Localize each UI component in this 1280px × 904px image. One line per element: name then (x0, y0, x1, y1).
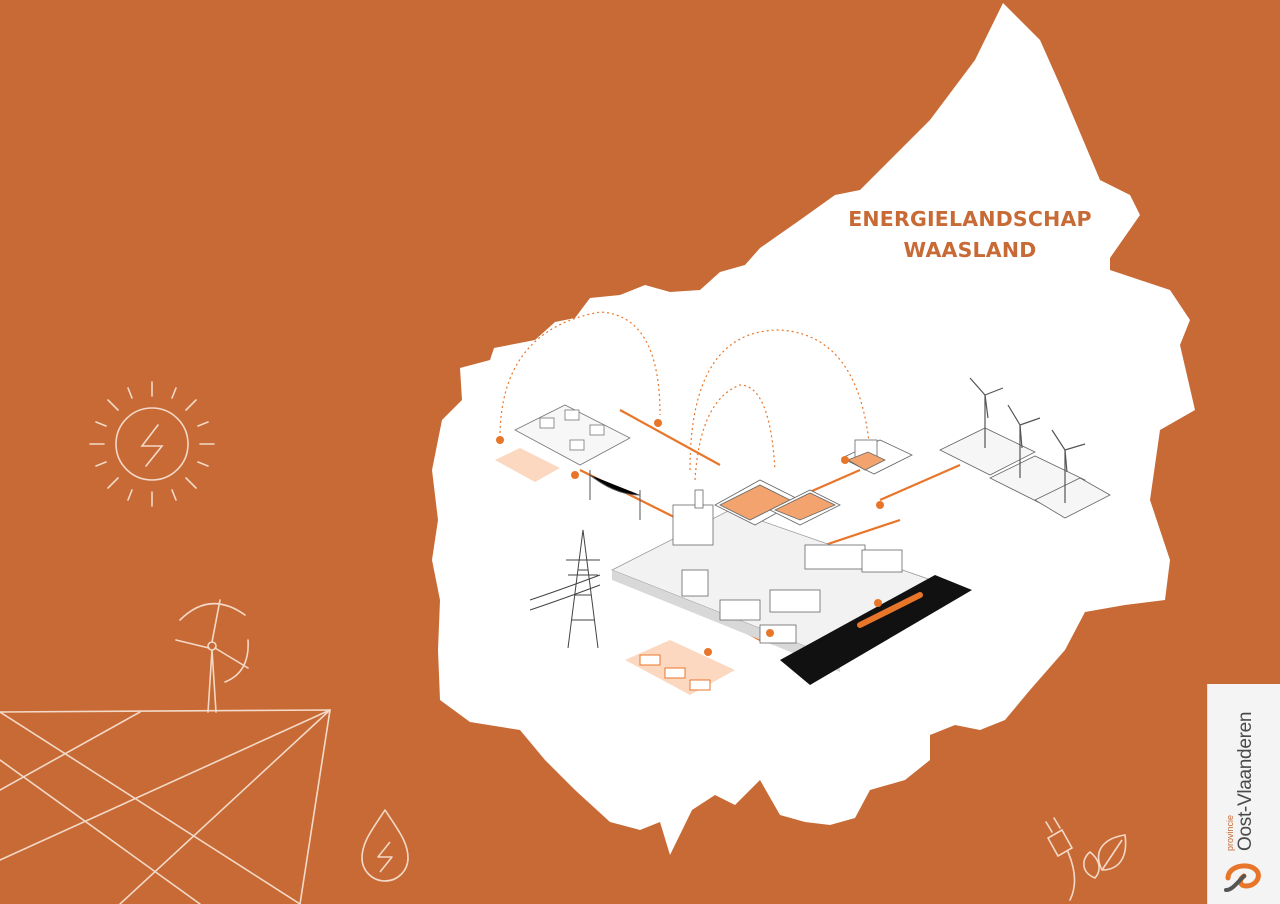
title-line-1: ENERGIELANDSCHAP (848, 207, 1092, 231)
drop-bolt-icon (361, 809, 409, 882)
wind-turbine-icon (0, 599, 331, 904)
title-line-2: WAASLAND (903, 238, 1037, 262)
logo-mark-icon (1224, 863, 1261, 892)
logo-sub: provincie (1225, 814, 1235, 851)
leaf-icon (1083, 834, 1127, 879)
sun-bolt-icon (89, 381, 215, 507)
page-title: ENERGIELANDSCHAP WAASLAND (820, 204, 1120, 266)
province-logo: provincie Oost-Vlaanderen (1207, 684, 1280, 904)
energy-diagram (495, 311, 1111, 695)
logo-name: Oost-Vlaanderen (1235, 711, 1256, 851)
logo-text: provincie Oost-Vlaanderen (1225, 709, 1269, 859)
region-map (432, 3, 1195, 855)
plug-icon (1045, 817, 1076, 901)
